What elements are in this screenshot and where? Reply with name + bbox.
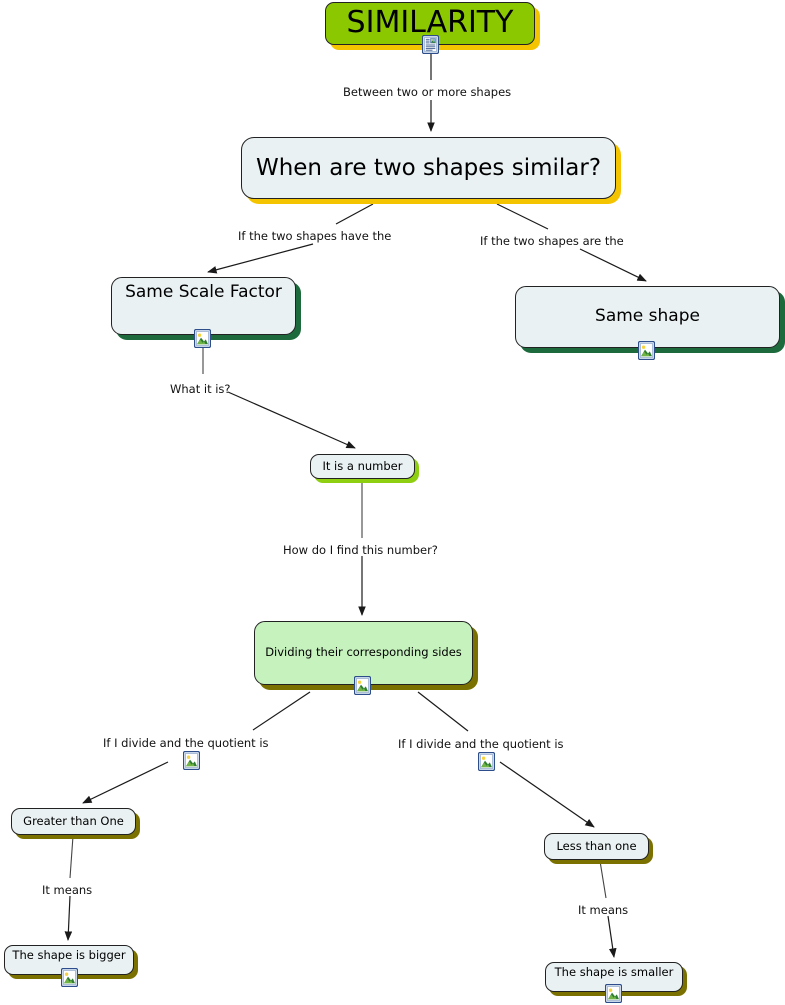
edge-label-it-means-right: It means bbox=[578, 903, 629, 917]
image-icon[interactable] bbox=[61, 968, 78, 987]
node-same-shape[interactable]: Same shape bbox=[515, 286, 780, 348]
edge-quotientleft-to-greater bbox=[82, 761, 169, 804]
node-greater-than-one-label: Greater than One bbox=[23, 813, 124, 828]
edge-question-to-arethe bbox=[496, 203, 549, 230]
edge-label-if-two-shapes-are-the: If the two shapes are the bbox=[480, 234, 624, 248]
edge-label-it-means-left: It means bbox=[42, 883, 93, 897]
edge-quotientright-to-less bbox=[499, 761, 595, 828]
node-it-is-a-number-label: It is a number bbox=[322, 458, 403, 473]
image-icon[interactable] bbox=[354, 676, 371, 695]
edge-less-to-itmeansright bbox=[599, 860, 607, 899]
image-icon[interactable] bbox=[605, 984, 622, 1003]
edge-itmeansleft-to-bigger bbox=[64, 895, 73, 941]
node-shape-is-bigger-label: The shape is bigger bbox=[12, 948, 126, 962]
edge-dividing-to-quotientleft bbox=[252, 691, 311, 731]
edge-label-if-i-divide-quotient-right: If I divide and the quotient is bbox=[398, 737, 564, 751]
edge-label-between-two-or-more-shapes: Between two or more shapes bbox=[343, 85, 512, 99]
image-icon[interactable] bbox=[194, 329, 211, 348]
node-dividing-corresponding-sides[interactable]: Dividing their corresponding sides bbox=[254, 621, 473, 685]
edge-arethe-to-sameshape bbox=[579, 248, 647, 282]
node-when-similar-label: When are two shapes similar? bbox=[255, 154, 602, 181]
image-icon[interactable] bbox=[638, 341, 655, 360]
edge-itmeansright-to-smaller bbox=[607, 915, 617, 958]
edge-label-if-two-shapes-have-the: If the two shapes have the bbox=[238, 229, 392, 243]
node-dividing-label: Dividing their corresponding sides bbox=[265, 645, 462, 660]
node-when-are-two-shapes-similar[interactable]: When are two shapes similar? bbox=[241, 137, 616, 199]
node-less-than-one-label: Less than one bbox=[556, 838, 637, 853]
edge-dividing-to-quotientright bbox=[417, 691, 469, 732]
node-same-scale-factor-label: Same Scale Factor bbox=[125, 282, 282, 302]
document-icon[interactable] bbox=[422, 35, 439, 54]
edge-label-what-it-is: What it is? bbox=[170, 382, 231, 396]
node-same-shape-label: Same shape bbox=[595, 306, 700, 327]
node-greater-than-one[interactable]: Greater than One bbox=[11, 808, 136, 835]
image-icon[interactable] bbox=[183, 751, 200, 770]
node-similarity-label: SIMILARITY bbox=[346, 5, 514, 41]
edge-question-to-havethe bbox=[335, 203, 374, 225]
edge-greater-to-itmeansleft bbox=[69, 835, 74, 879]
node-it-is-a-number[interactable]: It is a number bbox=[310, 454, 415, 479]
edge-label-if-i-divide-quotient-left: If I divide and the quotient is bbox=[103, 736, 269, 750]
node-less-than-one[interactable]: Less than one bbox=[544, 833, 649, 860]
image-icon[interactable] bbox=[478, 752, 495, 771]
edge-label-how-do-i-find-this-number: How do I find this number? bbox=[283, 543, 438, 557]
node-same-scale-factor[interactable]: Same Scale Factor bbox=[111, 277, 296, 335]
edge-whatitis-to-isanumber bbox=[227, 391, 356, 449]
node-shape-is-smaller-label: The shape is smaller bbox=[554, 965, 674, 979]
edge-havethe-to-scalefactor bbox=[207, 243, 314, 274]
